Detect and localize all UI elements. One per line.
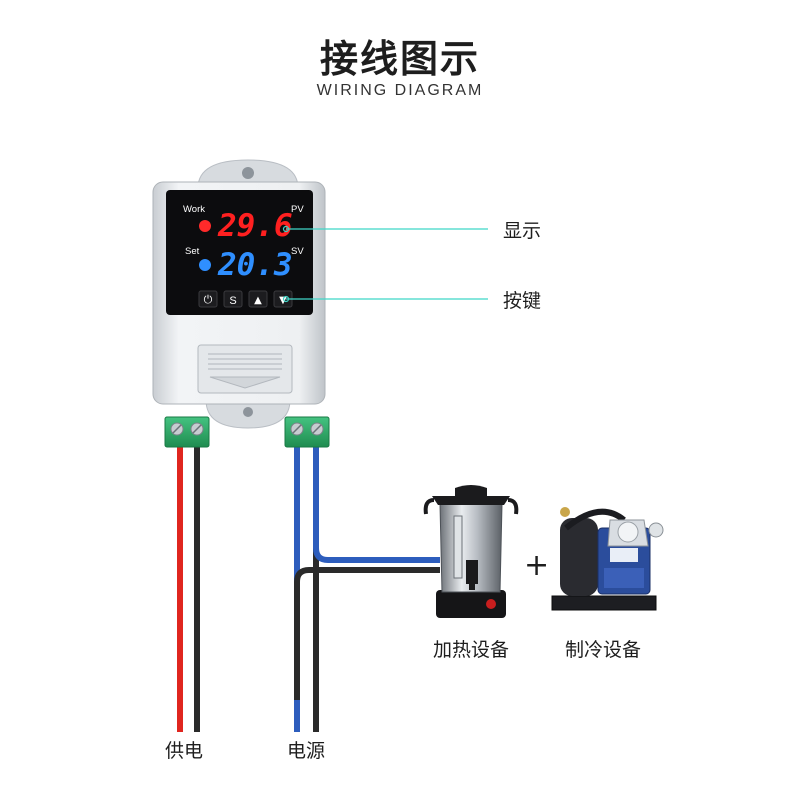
work-indicator-led xyxy=(199,220,211,232)
up-arrow-icon: ▲ xyxy=(254,295,262,306)
pv-label: PV xyxy=(291,204,304,215)
cooling-device-illustration xyxy=(551,507,664,611)
power-label: 电源 xyxy=(287,740,326,762)
top-screw-hole xyxy=(242,167,254,179)
supply-terminal-block xyxy=(164,416,210,448)
set-label: Set xyxy=(185,246,200,257)
up-button[interactable]: ▲ xyxy=(248,290,268,308)
wires xyxy=(177,446,440,732)
power-terminal-block xyxy=(284,416,330,448)
cooling-device-label: 制冷设备 xyxy=(565,639,642,661)
heating-device-label: 加热设备 xyxy=(433,639,510,661)
set-button-label: S xyxy=(229,295,236,307)
heating-device-illustration xyxy=(423,485,519,618)
display-callout-dot xyxy=(282,225,290,233)
set-indicator-led xyxy=(199,259,211,271)
cover-vents xyxy=(208,353,282,370)
callouts xyxy=(282,225,488,303)
display-callout-label: 显示 xyxy=(503,220,542,242)
sv-display-value: 20.3 xyxy=(217,247,293,283)
pv-display-value: 29.6 xyxy=(217,208,293,244)
black-heater-wire xyxy=(294,567,440,700)
down-arrow-icon: ▼ xyxy=(279,295,287,306)
blue-heater-wire xyxy=(313,446,440,563)
work-label: Work xyxy=(183,204,205,215)
supply-label: 供电 xyxy=(165,740,204,762)
cover-arrow xyxy=(209,376,281,389)
sv-label: SV xyxy=(291,246,304,257)
page-subtitle: WIRING DIAGRAM xyxy=(316,82,484,99)
plus-sign: + xyxy=(524,548,550,583)
page-title: 接线图示 xyxy=(319,37,480,81)
bottom-screw-hole xyxy=(243,407,253,417)
keys-callout-label: 按键 xyxy=(503,290,542,312)
set-button[interactable]: S xyxy=(223,290,243,308)
keys-callout-dot xyxy=(282,295,290,303)
power-icon: ⏻ xyxy=(204,293,213,306)
power-button[interactable]: ⏻ xyxy=(198,290,218,308)
thermostat-controller: Work Set PV SV 29.6 20.3 ⏻ S ▲ ▼ xyxy=(152,159,326,429)
